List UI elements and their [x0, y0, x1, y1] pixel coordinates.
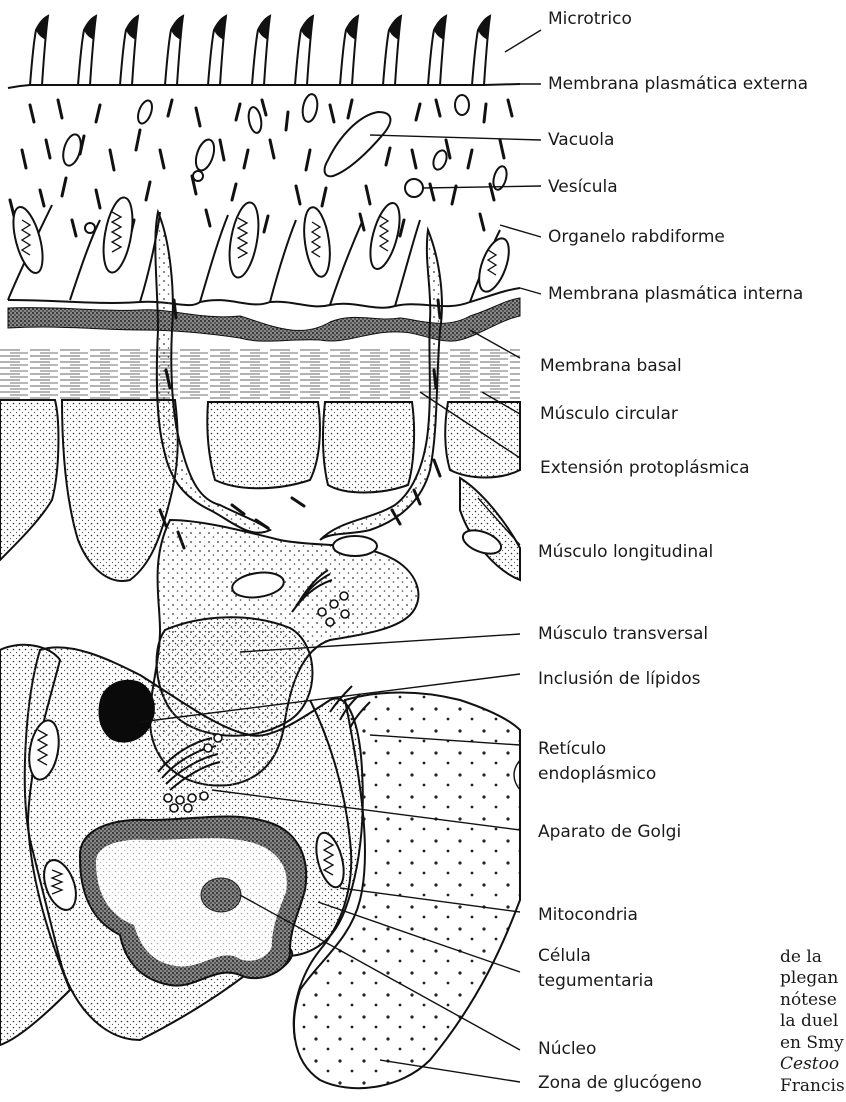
- microtriches: [8, 16, 520, 88]
- label-aparato-golgi: Aparato de Golgi: [538, 821, 681, 843]
- label-extension-protoplasmica: Extensión protoplásmica: [540, 457, 750, 479]
- caption-line-5: en Smy: [780, 1033, 844, 1055]
- label-membrana-interna: Membrana plasmática interna: [548, 283, 803, 305]
- label-vesicula: Vesícula: [548, 176, 618, 198]
- label-musculo-transversal: Músculo transversal: [538, 623, 708, 645]
- label-reticulo-1: Retículo: [538, 738, 606, 760]
- caption-line-7: Francis: [780, 1076, 845, 1098]
- label-musculo-longitudinal: Músculo longitudinal: [538, 541, 713, 563]
- label-microtrico: Microtrico: [548, 8, 632, 30]
- circular-muscle-band: [0, 348, 520, 400]
- label-celula-2: tegumentaria: [538, 970, 654, 992]
- inner-membrane-line: [8, 288, 520, 308]
- label-membrana-externa: Membrana plasmática externa: [548, 73, 808, 95]
- mitochondrion-a: [333, 536, 377, 556]
- nucleolus: [201, 878, 241, 912]
- caption-line-6: Cestoo: [780, 1054, 839, 1076]
- label-reticulo-2: endoplásmico: [538, 763, 656, 785]
- caption-line-3: nótese: [780, 990, 837, 1012]
- caption-line-4: la duel: [780, 1011, 838, 1033]
- caption-line-1: de la: [780, 947, 822, 969]
- vesicula-shape: [405, 179, 423, 197]
- label-zona-glucogeno: Zona de glucógeno: [538, 1072, 702, 1094]
- label-celula-1: Célula: [538, 945, 591, 967]
- label-vacuola: Vacuola: [548, 129, 614, 151]
- label-musculo-circular: Músculo circular: [540, 403, 678, 425]
- label-organelo-rabdiforme: Organelo rabdiforme: [548, 226, 725, 248]
- label-membrana-basal: Membrana basal: [540, 355, 682, 377]
- caption-line-2: plegan: [780, 968, 838, 990]
- label-inclusion-lipidos: Inclusión de lípidos: [538, 668, 700, 690]
- label-mitocondria: Mitocondria: [538, 904, 638, 926]
- label-nucleo: Núcleo: [538, 1038, 596, 1060]
